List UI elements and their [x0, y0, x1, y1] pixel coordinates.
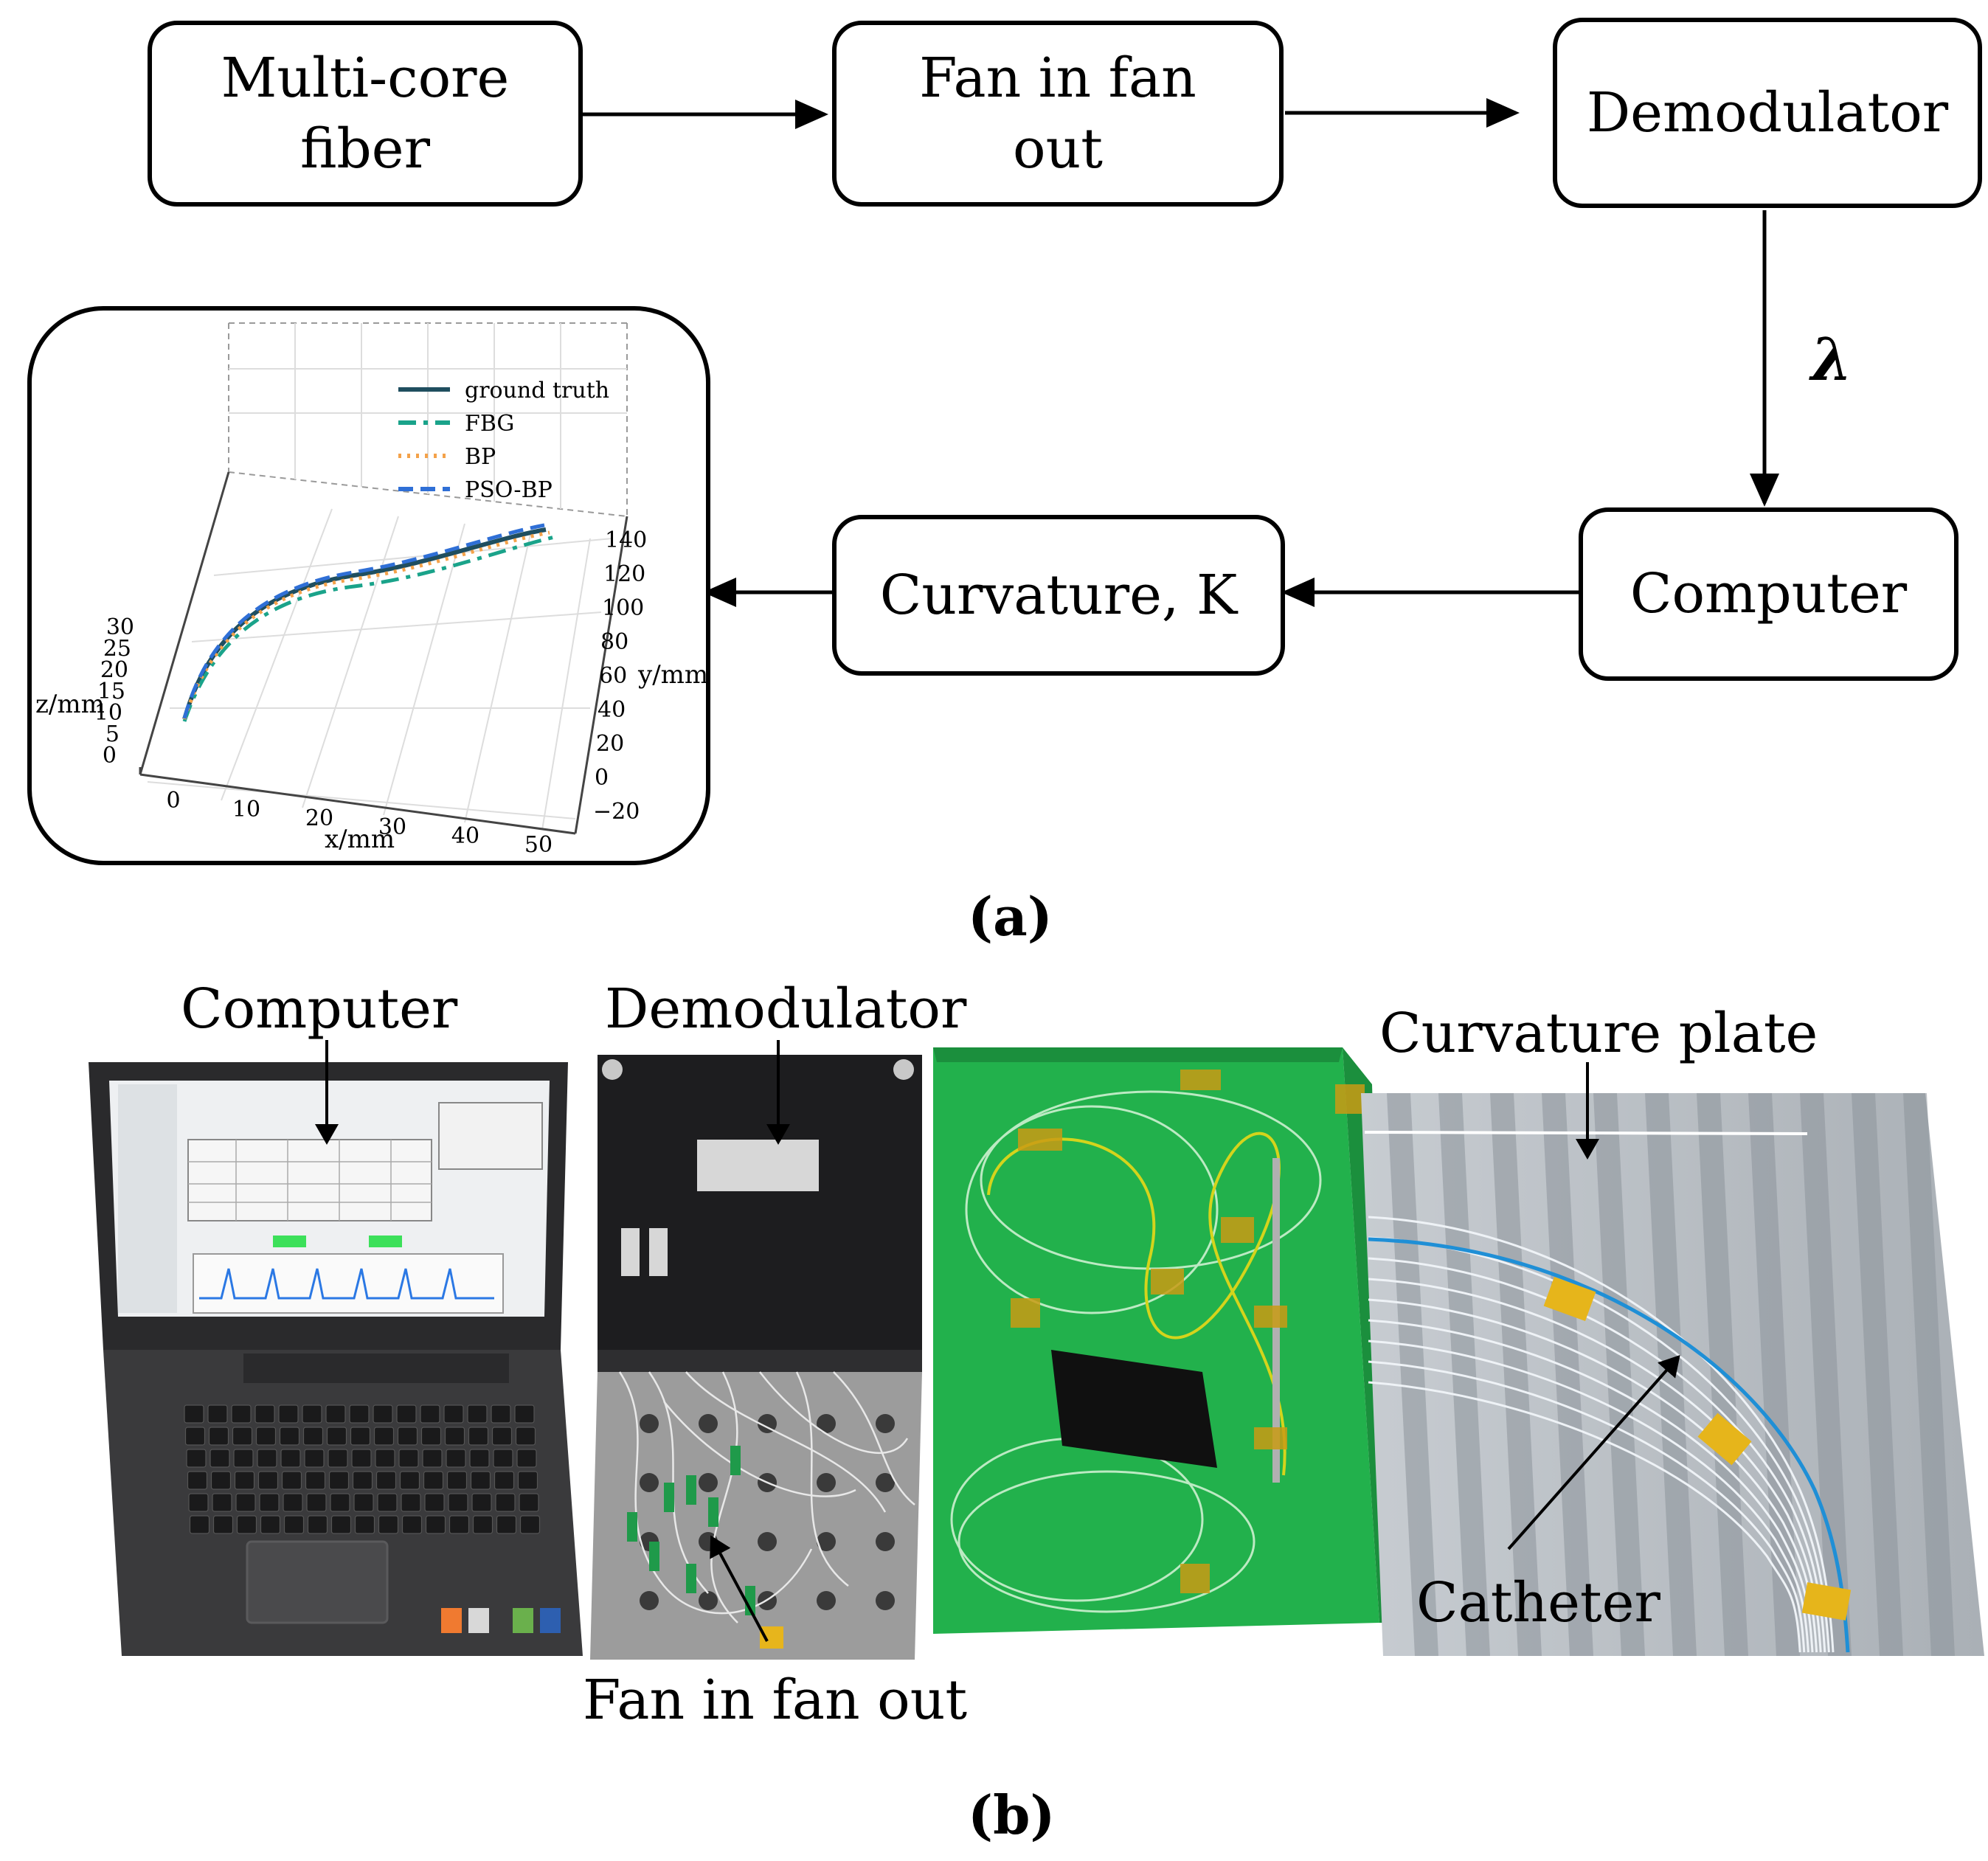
legend-label-2: BP	[465, 444, 496, 470]
plot-gridlines	[147, 323, 627, 831]
plot-curves	[182, 523, 555, 722]
legend-label-0: ground truth	[465, 378, 609, 403]
demodulator-photo	[590, 1055, 922, 1660]
box-fan-in-fan-out: Fan in fan out	[832, 21, 1284, 207]
y-tick-0: 140	[605, 527, 647, 553]
caption-b: (b)	[968, 1784, 1056, 1846]
plot-series-1	[182, 535, 555, 722]
breadboard-holes	[640, 1414, 895, 1610]
plot-z-axis-label: z/mm	[35, 690, 105, 719]
box-demodulator: Demodulator	[1553, 18, 1982, 208]
lambda-symbol: λ	[1811, 325, 1853, 394]
x-tick-4: 40	[451, 823, 479, 849]
y-tick-8: −20	[593, 799, 640, 825]
box-computer-label: Computer	[1629, 562, 1908, 626]
z-tick-5: 5	[105, 721, 120, 747]
green-tray-photo	[933, 1047, 1387, 1634]
plot-frame	[27, 306, 710, 865]
caption-a: (a)	[968, 885, 1053, 948]
y-tick-1: 120	[603, 561, 645, 587]
box-demod-label: Demodulator	[1586, 80, 1949, 145]
label-computer: Computer	[181, 977, 458, 1041]
box-curvature-label: Curvature, K	[879, 563, 1238, 627]
z-tick-1: 25	[103, 636, 131, 662]
legend-label-3: PSO-BP	[465, 477, 553, 503]
x-tick-1: 10	[232, 797, 260, 822]
keyboard	[184, 1404, 541, 1534]
plot-series-3	[182, 523, 545, 719]
label-demodulator: Demodulator	[605, 977, 967, 1041]
legend-label-1: FBG	[465, 411, 514, 437]
box-curvature-k: Curvature, K	[832, 515, 1285, 676]
x-tick-2: 20	[305, 805, 333, 831]
y-tick-4: 60	[599, 663, 627, 689]
label-fan-in-fan-out: Fan in fan out	[583, 1668, 968, 1732]
box-multicore-fiber: Multi-core fiber	[148, 21, 583, 207]
box-computer: Computer	[1579, 507, 1958, 681]
plot-axes	[139, 471, 628, 835]
z-tick-3: 15	[97, 679, 125, 704]
pointer-fan	[710, 1535, 769, 1642]
label-curvature-plate: Curvature plate	[1379, 1002, 1818, 1065]
y-tick-3: 80	[600, 629, 628, 655]
y-tick-6: 20	[596, 731, 624, 757]
z-tick-0: 30	[106, 614, 134, 640]
label-catheter: Catheter	[1416, 1571, 1660, 1635]
laptop-photo	[89, 1062, 583, 1656]
z-tick-2: 20	[100, 657, 128, 683]
x-tick-3: 30	[378, 814, 406, 840]
box-fiber-label: Multi-core fiber	[221, 46, 510, 181]
y-tick-7: 0	[595, 765, 609, 791]
plot-y-axis-label: y/mm	[638, 660, 709, 690]
catheter-line	[1368, 1237, 1850, 1653]
box-fan-label: Fan in fan out	[919, 46, 1196, 181]
pointer-catheter	[1507, 1355, 1680, 1550]
y-tick-2: 100	[602, 595, 644, 621]
z-tick-4: 10	[94, 700, 122, 726]
x-tick-5: 50	[524, 832, 553, 858]
x-tick-0: 0	[166, 788, 180, 814]
z-tick-6: 0	[103, 743, 117, 769]
y-tick-5: 40	[598, 697, 626, 723]
plot-x-axis-label: x/mm	[325, 825, 395, 854]
